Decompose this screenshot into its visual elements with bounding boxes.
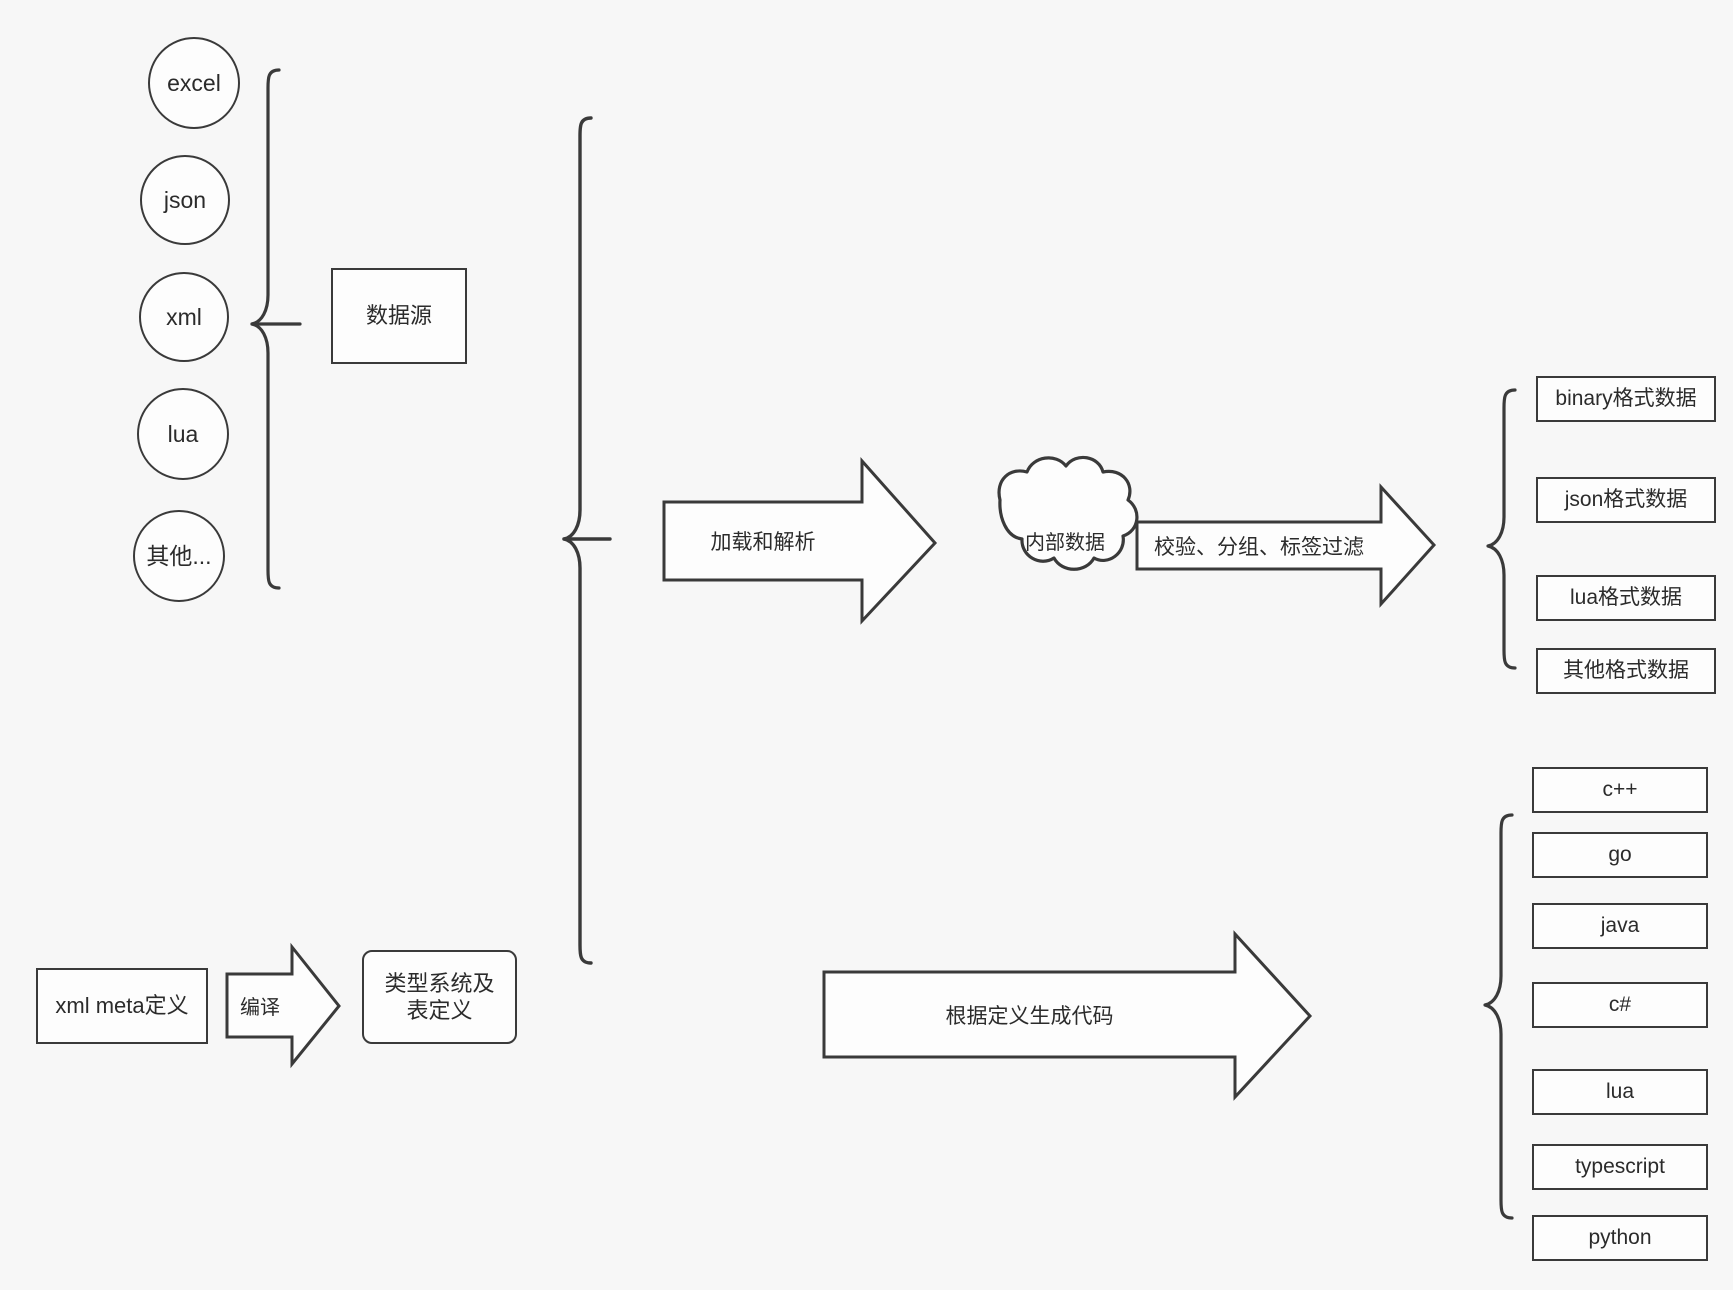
code-output-label: java [1600, 913, 1640, 937]
code-output-csharp[interactable]: c# [1532, 982, 1708, 1028]
code-output-label: c# [1608, 992, 1632, 1016]
code-output-label: typescript [1575, 1154, 1665, 1178]
type-system-label: 类型系统及表定义 [384, 970, 495, 1024]
source-node-label: lua [167, 420, 199, 447]
codegen-text: 根据定义生成代码 [945, 1005, 1114, 1028]
filter-arrow-label: 校验、分组、标签过滤 [1137, 524, 1381, 568]
stage-brace [562, 116, 593, 965]
source-node-label: xml [166, 303, 202, 330]
internal-data-label: 内部数据 [1000, 518, 1130, 562]
data-outputs-brace [1486, 388, 1517, 670]
code-output-label: lua [1605, 1079, 1635, 1103]
source-node-other[interactable]: 其他... [133, 510, 225, 602]
code-outputs-brace [1483, 813, 1514, 1220]
type-system-box[interactable]: 类型系统及表定义 [362, 950, 517, 1044]
compile-arrow [225, 942, 341, 1069]
source-node-xml[interactable]: xml [139, 272, 229, 362]
code-output-java[interactable]: java [1532, 903, 1708, 949]
source-node-label: excel [167, 69, 221, 96]
data-output-other[interactable]: 其他格式数据 [1536, 648, 1716, 694]
xml-meta-definition-box[interactable]: xml meta定义 [36, 968, 208, 1044]
data-output-label: 其他格式数据 [1563, 658, 1689, 682]
code-output-python[interactable]: python [1532, 1215, 1708, 1261]
load-parse-text: 加载和解析 [710, 531, 816, 554]
sources-brace [250, 68, 281, 590]
filter-text: 校验、分组、标签过滤 [1154, 536, 1364, 559]
code-output-lua[interactable]: lua [1532, 1069, 1708, 1115]
load-parse-arrow [662, 457, 938, 625]
code-output-label: c++ [1602, 777, 1638, 801]
code-output-typescript[interactable]: typescript [1532, 1144, 1708, 1190]
source-node-label: json [163, 186, 207, 213]
xml-meta-definition-label: xml meta定义 [55, 993, 189, 1019]
source-node-json[interactable]: json [140, 155, 230, 245]
source-node-label: 其他... [146, 542, 212, 569]
codegen-arrow-label: 根据定义生成代码 [824, 993, 1235, 1037]
code-output-label: go [1608, 842, 1632, 866]
data-output-json[interactable]: json格式数据 [1536, 477, 1716, 523]
code-output-label: python [1588, 1225, 1652, 1249]
internal-data-text: 内部数据 [1025, 531, 1105, 554]
data-source-box[interactable]: 数据源 [331, 268, 467, 364]
source-node-excel[interactable]: excel [148, 37, 240, 129]
codegen-arrow [822, 930, 1313, 1101]
data-output-lua[interactable]: lua格式数据 [1536, 575, 1716, 621]
code-output-go[interactable]: go [1532, 832, 1708, 878]
filter-arrow [1135, 483, 1437, 608]
load-parse-arrow-label: 加载和解析 [664, 519, 862, 563]
compile-arrow-label: 编译 [227, 985, 293, 1025]
code-output-cpp[interactable]: c++ [1532, 767, 1708, 813]
data-output-label: binary格式数据 [1555, 386, 1697, 410]
data-output-label: lua格式数据 [1569, 585, 1683, 609]
compile-text: 编译 [240, 996, 280, 1019]
data-output-label: json格式数据 [1564, 487, 1688, 511]
data-source-label: 数据源 [365, 303, 432, 329]
data-output-binary[interactable]: binary格式数据 [1536, 376, 1716, 422]
source-node-lua[interactable]: lua [137, 388, 229, 480]
